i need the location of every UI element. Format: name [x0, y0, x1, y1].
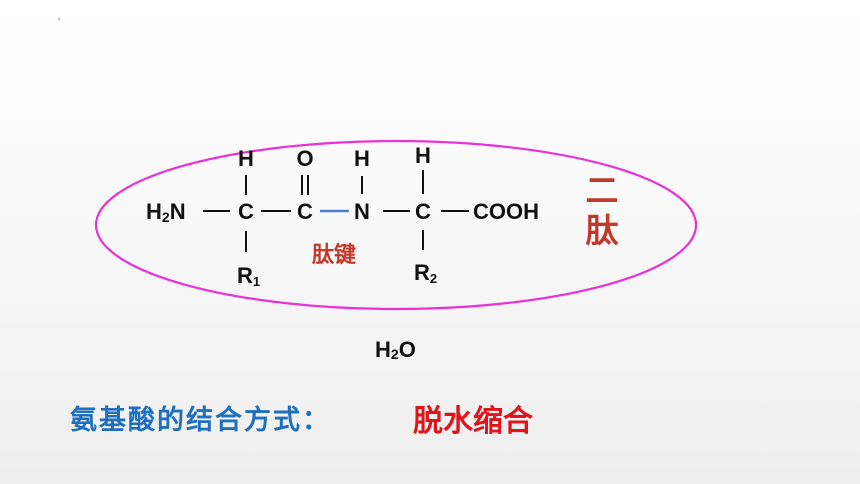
water-formula: H2O [375, 337, 416, 363]
dipeptide-ellipse [94, 139, 698, 311]
atom-c1: C [238, 199, 254, 224]
peptide-bond-label: 肽键 [312, 242, 356, 268]
question-text: 氨基酸的结合方式： [70, 405, 331, 436]
group-cooh: COOH [473, 199, 539, 224]
water-h: H [375, 337, 391, 362]
atom-h-top-2: H [354, 146, 370, 171]
answer-text: 脱水缩合 [413, 404, 533, 439]
water-o: O [398, 337, 416, 362]
atom-c3: C [415, 199, 431, 224]
dipeptide-label: 二 肽 [582, 171, 622, 251]
atom-c2: C [297, 199, 313, 224]
side-chain-r1: R1 [237, 263, 260, 289]
atom-h-top-3: H [415, 143, 431, 168]
atom-h-top-1: H [238, 146, 254, 171]
atom-n: N [354, 199, 370, 224]
dipeptide-label-char-2: 肽 [585, 211, 619, 250]
corner-dot [58, 18, 60, 20]
atom-o-top: O [296, 146, 313, 171]
water-sub: 2 [390, 346, 399, 362]
side-chain-r2: R2 [414, 260, 437, 286]
dipeptide-label-char-1: 二 [585, 171, 619, 210]
atom-h2n: H2N [146, 199, 186, 225]
